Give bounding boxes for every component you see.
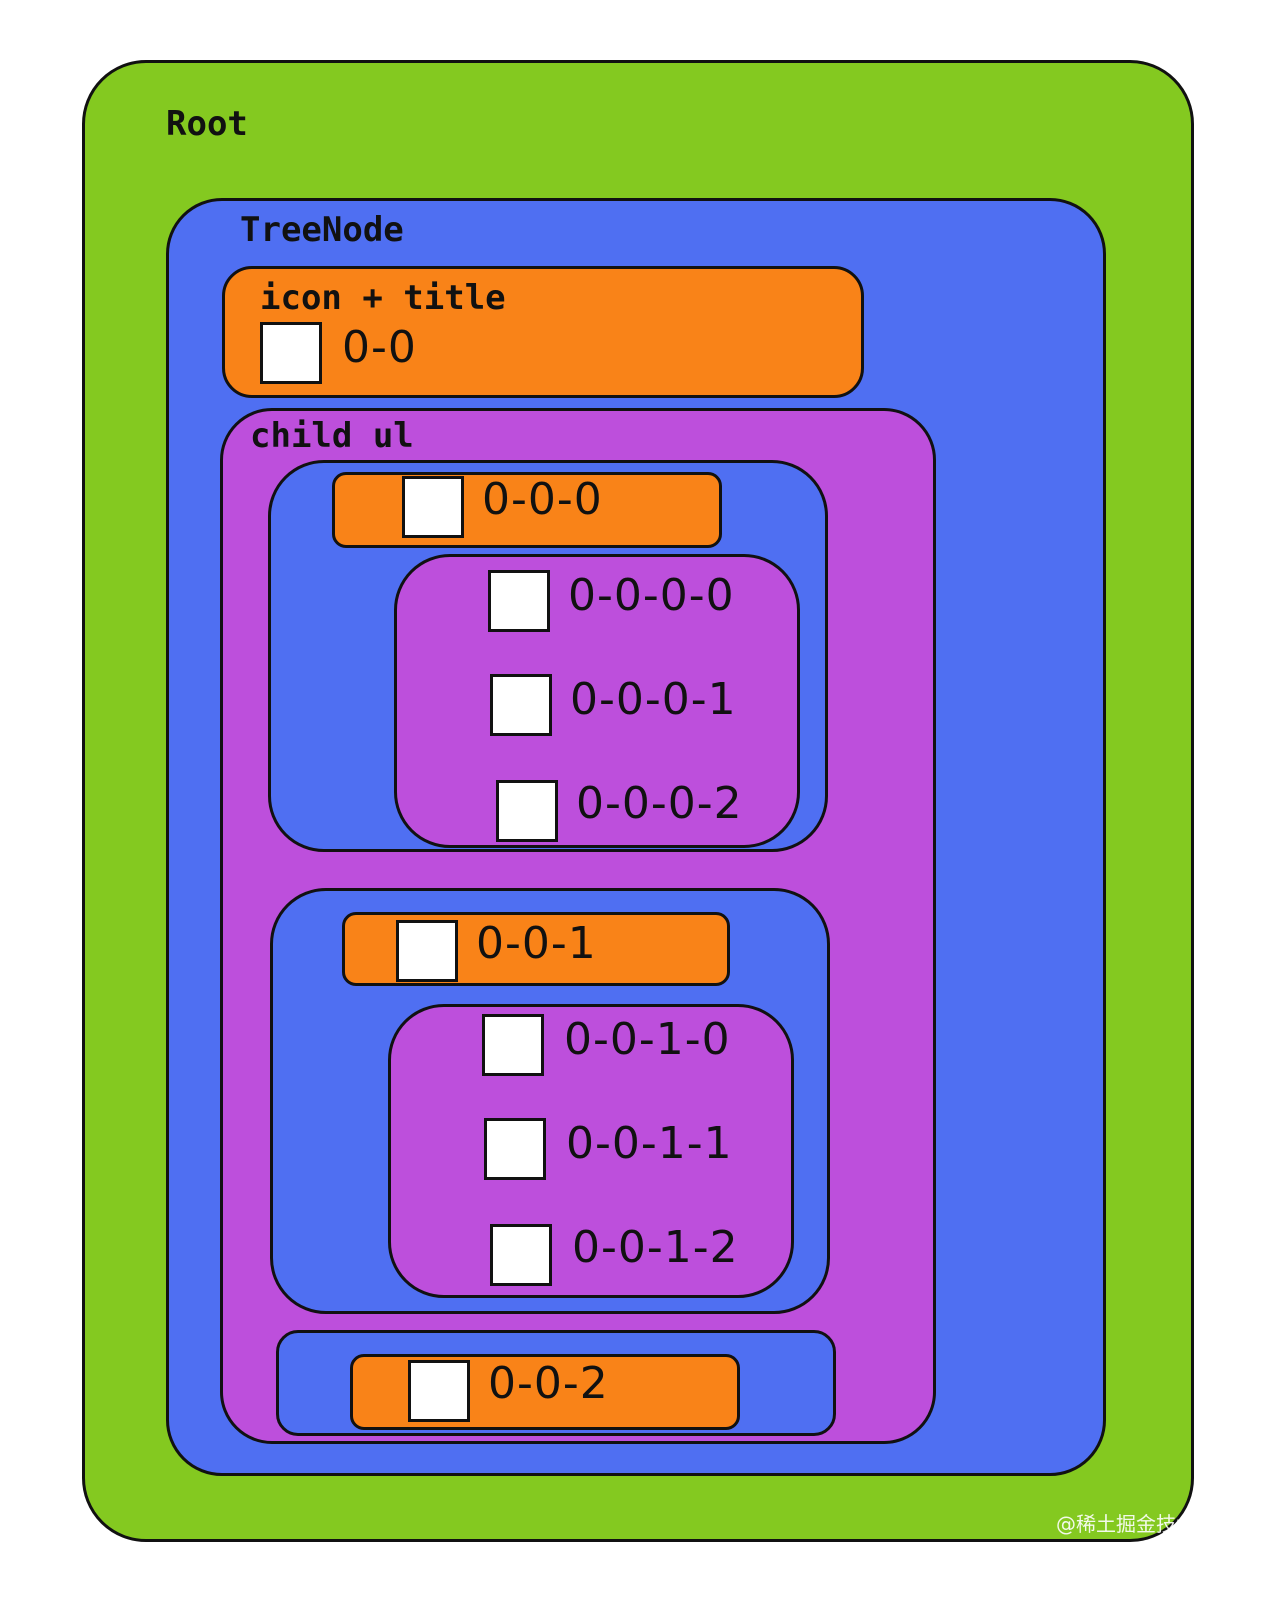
node-label-0-0-0-2: 0-0-0-2 <box>576 778 743 829</box>
node-label-0-0-0: 0-0-0 <box>482 474 603 525</box>
node-label-0-0-1: 0-0-1 <box>476 918 597 969</box>
node-label-0-0-1-2: 0-0-1-2 <box>572 1222 739 1273</box>
checkbox-0-0-0-1[interactable] <box>490 674 552 736</box>
icon-title-label: icon + title <box>260 278 506 318</box>
checkbox-0-0-0-0[interactable] <box>488 570 550 632</box>
node-label-0-0: 0-0 <box>342 322 417 373</box>
treenode-label: TreeNode <box>240 210 404 250</box>
checkbox-0-0-0[interactable] <box>402 476 464 538</box>
checkbox-0-0-1[interactable] <box>396 920 458 982</box>
checkbox-0-0-1-1[interactable] <box>484 1118 546 1180</box>
root-label: Root <box>166 104 248 144</box>
child-ul-0-0-0 <box>394 554 800 848</box>
checkbox-0-0-1-0[interactable] <box>482 1014 544 1076</box>
node-label-0-0-1-0: 0-0-1-0 <box>564 1014 731 1065</box>
child-ul-label: child ul <box>250 416 414 456</box>
node-label-0-0-0-1: 0-0-0-1 <box>570 674 737 725</box>
icon-title-box <box>222 266 864 398</box>
checkbox-0-0-0-2[interactable] <box>496 780 558 842</box>
title-bar-0-0-0 <box>332 472 722 548</box>
child-ul-0-0-1 <box>388 1004 794 1298</box>
checkbox-0-0-2[interactable] <box>408 1360 470 1422</box>
node-label-0-0-1-1: 0-0-1-1 <box>566 1118 733 1169</box>
checkbox-0-0-1-2[interactable] <box>490 1224 552 1286</box>
node-label-0-0-0-0: 0-0-0-0 <box>568 570 735 621</box>
checkbox-0-0[interactable] <box>260 322 322 384</box>
watermark-text: @稀土掘金技术社区 <box>1056 1512 1236 1536</box>
node-label-0-0-2: 0-0-2 <box>488 1358 609 1409</box>
